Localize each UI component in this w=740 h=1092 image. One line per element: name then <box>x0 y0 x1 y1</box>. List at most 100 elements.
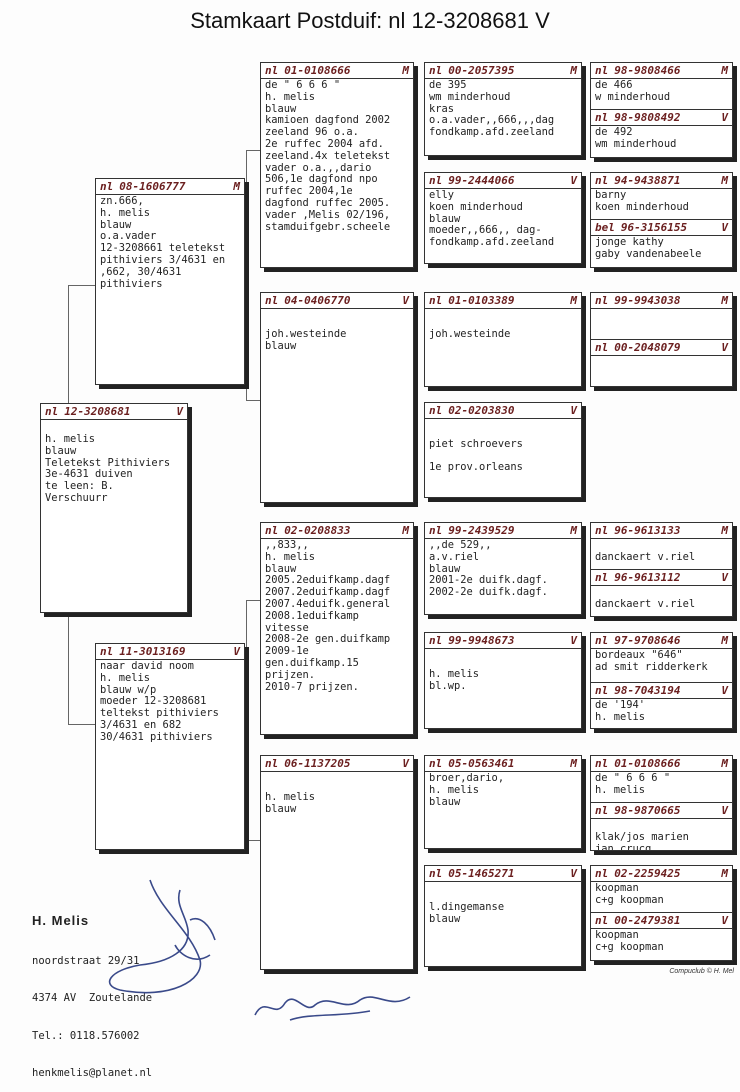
country-code: nl <box>429 64 443 77</box>
country-code: nl <box>595 867 609 880</box>
country-code: nl <box>595 914 609 927</box>
sex-code: M <box>721 294 728 307</box>
connector-line <box>246 150 247 400</box>
country-code: nl <box>595 64 609 77</box>
pigeon-header: nl 98-9870665 V <box>591 803 732 819</box>
pigeon-info: joh.westeinde <box>429 327 511 340</box>
ring-number: 01-0108666 <box>614 757 681 770</box>
pigeon-info: koopman c+g koopman <box>595 882 664 906</box>
pigeon-info: l.dingemanse blauw <box>429 900 505 925</box>
sex-code: M <box>570 294 577 307</box>
ring-number: 96-9613112 <box>614 571 681 584</box>
pigeon-info: joh.westeinde blauw <box>265 327 347 352</box>
sex-code: V <box>721 684 728 697</box>
sex-code: V <box>721 914 728 927</box>
ring-number: 08-1606777 <box>119 180 186 193</box>
sex-code: M <box>233 180 240 193</box>
connector-line <box>68 285 96 286</box>
sex-code: V <box>176 405 183 418</box>
pigeon-info: h. melis bl.wp. <box>429 667 480 692</box>
sex-code: M <box>721 64 728 77</box>
owner-address: noordstraat 29/31 <box>32 954 140 967</box>
ring-number: 98-9870665 <box>614 804 681 817</box>
sex-code: V <box>570 634 577 647</box>
sex-code: V <box>570 174 577 187</box>
pigeon-info <box>591 309 732 311</box>
pigeon-info: klak/jos marien jan crucq <box>595 830 689 851</box>
pigeon-info: de 466 w minderhoud <box>595 79 671 103</box>
country-code: nl <box>100 645 114 658</box>
country-code: nl <box>429 757 443 770</box>
sex-code: V <box>402 757 409 770</box>
ring-number: 98-9808466 <box>614 64 681 77</box>
ring-number: 06-1137205 <box>284 757 351 770</box>
sex-code: V <box>721 111 728 124</box>
sex-code: M <box>570 524 577 537</box>
sex-code: M <box>721 174 728 187</box>
pigeon-header: nl 01-0108666 M <box>261 63 413 79</box>
sex-code: M <box>570 757 577 770</box>
country-code: nl <box>265 294 279 307</box>
connector-line <box>246 600 247 840</box>
ring-number: 01-0108666 <box>284 64 351 77</box>
ring-number: 99-9948673 <box>448 634 515 647</box>
pigeon-info: de 492 wm minderhoud <box>595 126 677 150</box>
owner-email: henkmelis@planet.nl <box>32 1067 153 1079</box>
country-code: nl <box>595 634 609 647</box>
signature-scribble <box>108 879 216 994</box>
pigeon-info: h. melis blauw Teletekst Pithiviers 3e-4… <box>45 433 171 504</box>
pigeon-info: naar david noom h. melis blauw w/p moede… <box>100 660 219 743</box>
ring-number: 05-0563461 <box>448 757 515 770</box>
sex-code: V <box>570 867 577 880</box>
country-code: nl <box>595 571 609 584</box>
sex-code: M <box>402 64 409 77</box>
pigeon-info: elly koen minderhoud blauw moeder,,666,,… <box>429 189 555 249</box>
ring-number: 11-3013169 <box>119 645 186 658</box>
pigeon-info: ,,de 529,, a.v.riel blauw 2001-2e duifk.… <box>429 539 548 599</box>
owner-city: 4374 AV Zoutelande <box>32 992 153 1004</box>
owner-name: H. Melis <box>32 913 90 928</box>
pigeon-info: zn.666, h. melis blauw o.a.vader 12-3208… <box>100 195 226 290</box>
ring-number: 99-9943038 <box>614 294 681 307</box>
connector-line <box>246 400 260 401</box>
sex-code: M <box>570 64 577 77</box>
sex-code: M <box>721 757 728 770</box>
ring-number: 02-0203830 <box>448 404 515 417</box>
page-title: Stamkaart Postduif: nl 12-3208681 V <box>190 8 550 33</box>
country-code: nl <box>595 804 609 817</box>
sex-code: V <box>721 804 728 817</box>
ring-number: 12-3208681 <box>64 405 131 418</box>
pigeon-info: de '194' h. melis <box>595 699 646 723</box>
signature-scribble <box>254 996 411 1021</box>
country-code: bel <box>595 221 615 234</box>
connector-line <box>68 285 69 408</box>
country-code: nl <box>265 64 279 77</box>
sex-code: M <box>721 634 728 647</box>
sex-code: M <box>721 524 728 537</box>
sex-code: V <box>570 404 577 417</box>
sex-code: M <box>402 524 409 537</box>
